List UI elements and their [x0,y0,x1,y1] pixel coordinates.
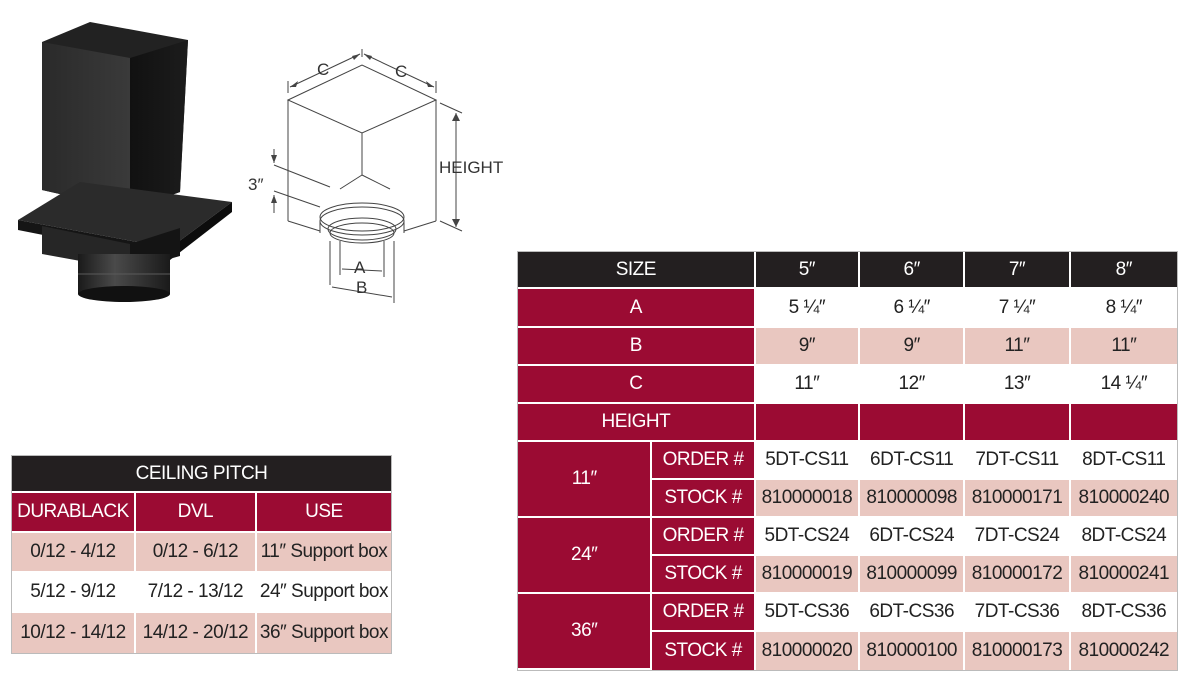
spec-header-7: 7″ [965,252,1071,289]
cell: 0/12 - 4/12 [12,533,136,573]
cell: 810000019 [755,556,861,594]
cell: 5/12 - 9/12 [12,573,136,613]
cell: 36″ Support box [256,613,391,653]
cell: 810000100 [860,632,966,670]
cell: 8DT-CS11 [1070,442,1177,480]
spec-row-height: HEIGHT [518,404,1177,442]
spec-row-24-stock: STOCK # 810000019 810000099 810000172 81… [518,556,1177,594]
spec-table: SIZE 5″ 6″ 7″ 8″ A 5 ¼″ 6 ¼″ 7 ¼″ 8 ¼″ B… [517,251,1178,671]
cell: 7DT-CS24 [965,518,1071,556]
height-group-label: 36″ [518,594,653,670]
cell: 810000241 [1070,556,1177,594]
stock-label: STOCK # [652,632,756,670]
row-label: HEIGHT [518,404,756,442]
cell: 8DT-CS24 [1070,518,1177,556]
cell: 9″ [860,328,966,366]
spec-header-5: 5″ [755,252,861,289]
spec-row-24-order: 24″ ORDER # 5DT-CS24 6DT-CS24 7DT-CS24 8… [518,518,1177,594]
cell: 11″ [755,366,861,404]
cell: 11″ [1070,328,1177,366]
cell: 6 ¼″ [860,289,966,328]
cell: 6DT-CS36 [860,594,966,632]
label-b: B [356,278,367,297]
cell: 9″ [755,328,861,366]
height-group-label: 24″ [518,518,653,594]
spec-header-8: 8″ [1070,252,1177,289]
cell: 8 ¼″ [1070,289,1177,328]
cell: 12″ [860,366,966,404]
cell: 810000240 [1070,480,1177,518]
stock-label: STOCK # [652,556,756,594]
spec-row-b: B 9″ 9″ 11″ 11″ [518,328,1177,366]
row-label: C [518,366,756,404]
label-c-left: C [317,60,329,79]
cell: 810000099 [860,556,966,594]
label-3-inch: 3″ [248,175,263,194]
dimension-diagram: C C HEIGHT 3″ A B [248,49,503,303]
cell: 14/12 - 20/12 [135,613,257,653]
order-label: ORDER # [652,442,756,480]
cell: 810000020 [755,632,861,670]
label-a: A [354,258,366,277]
cell: 810000171 [965,480,1071,518]
pitch-title: CEILING PITCH [12,456,391,493]
spec-header-size: SIZE [518,252,756,289]
label-height: HEIGHT [439,158,503,177]
spec-row-11-stock: STOCK # 810000018 810000098 810000171 81… [518,480,1177,518]
spec-header-6: 6″ [860,252,966,289]
row-label: A [518,289,756,328]
pitch-col-durablack: DURABLACK [12,493,136,533]
spec-row-11-order: 11″ ORDER # 5DT-CS11 6DT-CS11 7DT-CS11 8… [518,442,1177,518]
stock-label: STOCK # [652,480,756,518]
cell: 5DT-CS11 [755,442,861,480]
cell: 8DT-CS36 [1070,594,1177,632]
row-label: B [518,328,756,366]
cell: 11″ [965,328,1071,366]
cell: 810000173 [965,632,1071,670]
pitch-row: 10/12 - 14/12 14/12 - 20/12 36″ Support … [12,613,391,653]
cell: 810000242 [1070,632,1177,670]
support-box-product-image [18,22,232,302]
cell: 13″ [965,366,1071,404]
pitch-col-use: USE [256,493,391,533]
spec-row-c: C 11″ 12″ 13″ 14 ¼″ [518,366,1177,404]
spec-row-36-order: 36″ ORDER # 5DT-CS36 6DT-CS36 7DT-CS36 8… [518,594,1177,670]
spec-row-a: A 5 ¼″ 6 ¼″ 7 ¼″ 8 ¼″ [518,289,1177,328]
cell: 7 ¼″ [965,289,1071,328]
spec-row-36-stock: STOCK # 810000020 810000100 810000173 81… [518,632,1177,670]
cell: 5DT-CS36 [755,594,861,632]
cell: 0/12 - 6/12 [135,533,257,573]
cell: 6DT-CS24 [860,518,966,556]
pitch-row: 5/12 - 9/12 7/12 - 13/12 24″ Support box [12,573,391,613]
cell: 810000172 [965,556,1071,594]
cell: 11″ Support box [256,533,391,573]
cell: 7/12 - 13/12 [135,573,257,613]
cell: 24″ Support box [256,573,391,613]
cell: 5DT-CS24 [755,518,861,556]
cell: 7DT-CS36 [965,594,1071,632]
order-label: ORDER # [652,518,756,556]
height-group-label: 11″ [518,442,653,518]
cell: 10/12 - 14/12 [12,613,136,653]
pitch-row: 0/12 - 4/12 0/12 - 6/12 11″ Support box [12,533,391,573]
ceiling-pitch-table: CEILING PITCH DURABLACK DVL USE 0/12 - 4… [11,455,392,654]
cell: 5 ¼″ [755,289,861,328]
cell: 14 ¼″ [1070,366,1177,404]
cell: 7DT-CS11 [965,442,1071,480]
cell: 810000098 [860,480,966,518]
pitch-col-dvl: DVL [135,493,257,533]
order-label: ORDER # [652,594,756,632]
label-c-right: C [395,62,407,81]
cell: 810000018 [755,480,861,518]
spec-header-row: SIZE 5″ 6″ 7″ 8″ [518,252,1177,289]
cell: 6DT-CS11 [860,442,966,480]
